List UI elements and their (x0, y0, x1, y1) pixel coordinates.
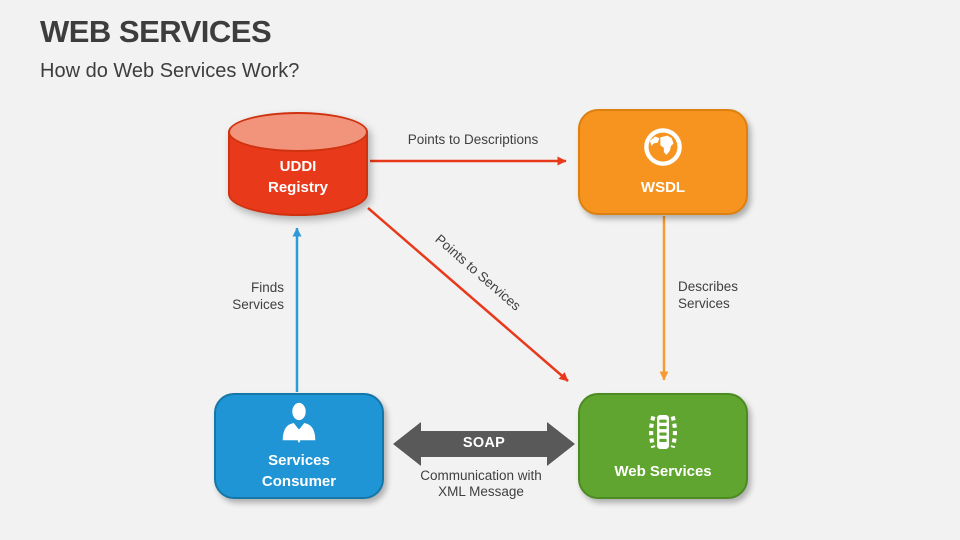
node-label-line: UDDI (279, 158, 317, 175)
node-label: UDDI Registry (228, 156, 368, 198)
node-label: WSDL (640, 179, 686, 196)
globe-icon (644, 128, 682, 166)
soap-caption-line: XML Message (438, 484, 524, 499)
node-web-services: Web Services (578, 393, 748, 499)
cylinder-top-ellipse (228, 112, 368, 152)
node-label: Web Services (614, 463, 712, 480)
soap-double-arrow (393, 422, 575, 466)
server-icon (649, 415, 677, 449)
edge-label-line: Finds (250, 280, 284, 295)
node-label-line: Services (268, 451, 330, 469)
node-label-line: Registry (267, 179, 329, 196)
node-uddi-registry: UDDI Registry (228, 112, 368, 216)
edge-label-points-to-descriptions: Points to Descriptions (407, 132, 539, 147)
node-label: Services Consumer (262, 450, 336, 492)
soap-caption-line: Communication with (420, 468, 542, 483)
edge-label-line: Describes (678, 279, 739, 294)
edge-label-finds-services: Finds Services (199, 279, 284, 313)
page-subtitle: How do Web Services Work? (40, 60, 300, 82)
arrow-points-to-services (367, 207, 569, 382)
businessman-icon (282, 402, 316, 443)
node-services-consumer: Services Consumer (214, 393, 384, 499)
edge-label-line: Services (678, 296, 730, 311)
page-title: WEB SERVICES (40, 14, 272, 49)
soap-arrow-label: SOAP (462, 435, 506, 451)
edge-label-line: Services (232, 297, 284, 312)
node-label-line: Consumer (261, 472, 337, 490)
edge-label-describes-services: Describes Services (678, 278, 738, 312)
node-wsdl: WSDL (578, 109, 748, 215)
soap-caption: Communication with XML Message (381, 468, 581, 500)
